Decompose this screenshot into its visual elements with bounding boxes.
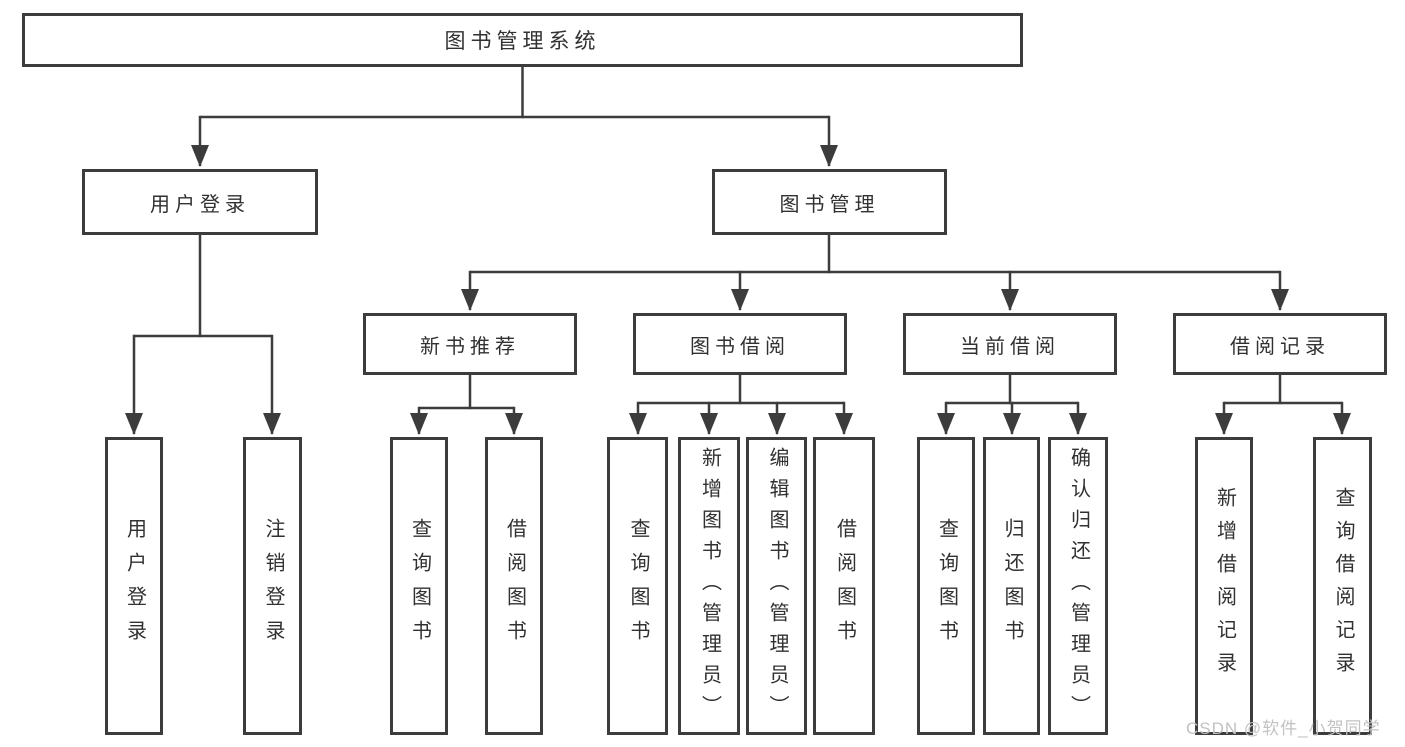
connectors-book-management <box>461 235 1289 311</box>
connectors-new-book <box>410 375 523 435</box>
leaf-logout: 注销登录 <box>243 437 302 735</box>
leaf-label: 借阅图书 <box>833 518 856 654</box>
node-label: 借阅记录 <box>1230 335 1330 358</box>
node-label: 用户登录 <box>150 193 250 216</box>
leaf-label: 用户登录 <box>123 518 146 654</box>
leaf-current-return: 归还图书 <box>983 437 1040 735</box>
leaf-label: 归还图书 <box>1001 518 1023 654</box>
root-label: 图书管理系统 <box>444 30 601 53</box>
node-user-login: 用户登录 <box>82 169 318 235</box>
leaf-newbook-borrow: 借阅图书 <box>485 437 543 735</box>
watermark: CSDN @软件_小贺同学 <box>1186 719 1381 738</box>
leaf-label: 确认归还（管理员） <box>1067 446 1090 726</box>
node-label: 图书管理 <box>779 193 880 216</box>
connectors-user-login <box>125 235 281 435</box>
connectors-book-borrow <box>629 375 853 435</box>
node-label: 新书推荐 <box>420 335 520 358</box>
leaf-user-login: 用户登录 <box>105 437 163 735</box>
connectors-borrow-record <box>1215 375 1351 435</box>
leaf-label: 查询图书 <box>627 518 649 654</box>
node-book-borrow: 图书借阅 <box>633 313 847 375</box>
leaf-label: 借阅图书 <box>503 518 526 654</box>
node-label: 当前借阅 <box>960 335 1060 358</box>
leaf-borrow-query: 查询图书 <box>607 437 668 735</box>
leaf-current-confirm-admin: 确认归还（管理员） <box>1048 437 1108 735</box>
connectors-root <box>191 67 838 167</box>
leaf-label: 新增借阅记录 <box>1213 487 1236 685</box>
node-root: 图书管理系统 <box>22 13 1023 67</box>
leaf-label: 注销登录 <box>262 518 284 654</box>
leaf-borrow-edit-admin: 编辑图书（管理员） <box>746 437 807 735</box>
leaf-label: 查询借阅记录 <box>1332 487 1354 685</box>
leaf-borrow-add-admin: 新增图书（管理员） <box>678 437 740 735</box>
node-current-borrow: 当前借阅 <box>903 313 1117 375</box>
leaf-label: 查询图书 <box>408 518 431 654</box>
leaf-current-query: 查询图书 <box>917 437 975 735</box>
node-label: 图书借阅 <box>690 335 790 358</box>
leaf-label: 新增图书（管理员） <box>698 446 721 726</box>
node-book-management: 图书管理 <box>712 169 947 235</box>
node-borrow-record: 借阅记录 <box>1173 313 1387 375</box>
leaf-record-add: 新增借阅记录 <box>1195 437 1253 735</box>
node-new-book-recommend: 新书推荐 <box>363 313 577 375</box>
leaf-borrow-borrow: 借阅图书 <box>813 437 875 735</box>
leaf-label: 编辑图书（管理员） <box>766 446 788 726</box>
leaf-record-query: 查询借阅记录 <box>1313 437 1372 735</box>
leaf-newbook-query: 查询图书 <box>390 437 448 735</box>
connectors-current-borrow <box>937 375 1087 435</box>
leaf-label: 查询图书 <box>935 518 958 654</box>
